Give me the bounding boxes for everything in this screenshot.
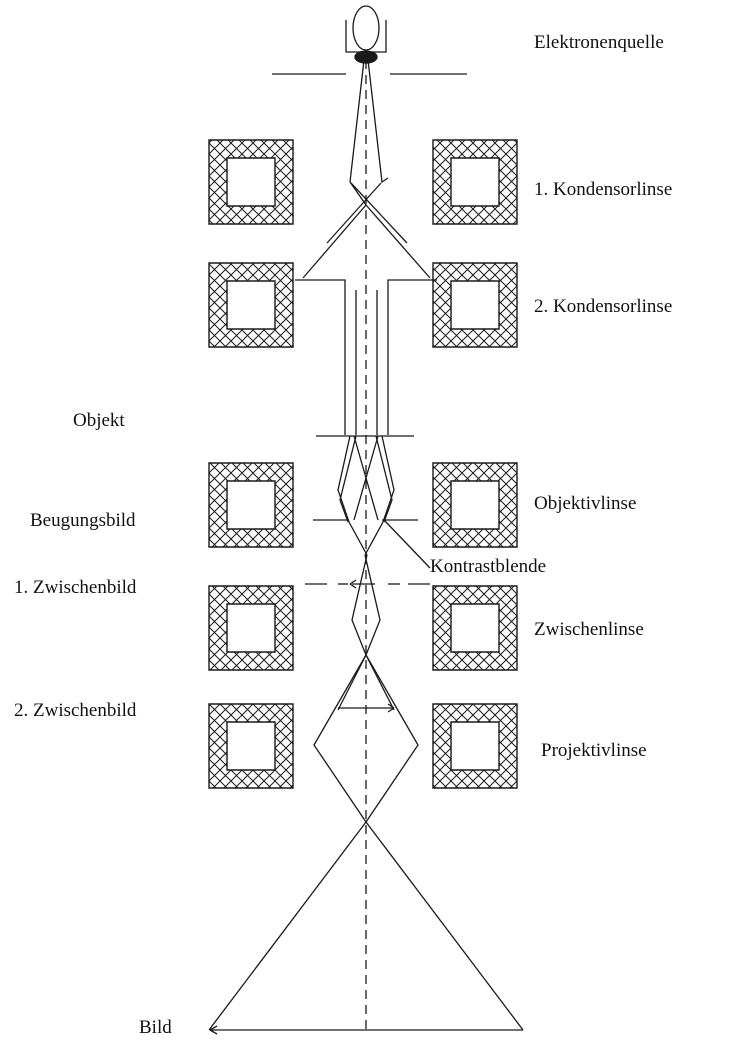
- label-image: Bild: [139, 1017, 172, 1038]
- label-projective-lens: Projektivlinse: [541, 740, 647, 761]
- beam-diffraction: [338, 436, 394, 555]
- electron-source-icon: [272, 6, 467, 74]
- label-condenser-lens-2: 2. Kondensorlinse: [534, 296, 673, 317]
- lens-coils: [209, 140, 517, 788]
- lens-coil-intermediate-left: [209, 586, 293, 670]
- contrast-aperture: [313, 520, 430, 568]
- lens-coil-objective-left: [209, 463, 293, 547]
- label-intermediate-lens: Zwischenlinse: [534, 619, 644, 640]
- label-diffraction-image: Beugungsbild: [30, 510, 136, 531]
- beam-final-image: [209, 822, 523, 1034]
- lens-coil-objective-right: [433, 463, 517, 547]
- label-intermediate-image-1: 1. Zwischenbild: [14, 577, 137, 598]
- label-condenser-lens-1: 1. Kondensorlinse: [534, 179, 673, 200]
- label-object: Objekt: [73, 410, 125, 431]
- lens-coil-condenser-2-right: [433, 263, 517, 347]
- beam-intermediate: [352, 555, 380, 655]
- intermediate-image-1-plane: [305, 580, 430, 588]
- beam-condenser-crossover: [303, 183, 430, 278]
- lens-coil-intermediate-right: [433, 586, 517, 670]
- lens-coil-projective-right: [433, 704, 517, 788]
- label-electron-source: Elektronenquelle: [534, 32, 664, 53]
- lens-coil-condenser-1-right: [433, 140, 517, 224]
- beam-source-to-condenser1: [350, 60, 388, 205]
- label-intermediate-image-2: 2. Zwischenbild: [14, 700, 137, 721]
- lens-coil-condenser-1-left: [209, 140, 293, 224]
- label-objective-lens: Objektivlinse: [534, 493, 637, 514]
- label-contrast-aperture: Kontrastblende: [430, 556, 547, 577]
- beam-parallel-illumination: [295, 280, 437, 435]
- lens-coil-condenser-2-left: [209, 263, 293, 347]
- lens-coil-projective-left: [209, 704, 293, 788]
- beam-projective: [314, 655, 418, 822]
